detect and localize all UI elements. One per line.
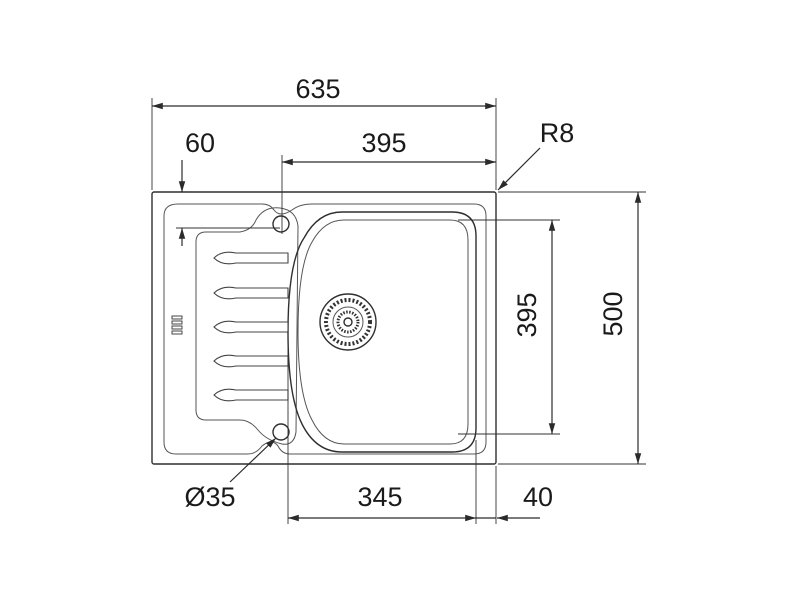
bowl-outline	[287, 211, 477, 453]
tap-hole-bottom	[272, 423, 290, 441]
sink-inner-rim	[163, 203, 487, 455]
dim-tap-hole: Ø35	[184, 482, 235, 512]
drain-groove	[213, 286, 289, 300]
dim-edge-offset: 40	[523, 482, 553, 512]
dim-overall-depth: 500	[598, 291, 628, 336]
bowl-inner-outline	[297, 219, 469, 445]
dim-corner-radius: R8	[540, 118, 575, 148]
dim-bowl-width-bottom: 345	[357, 482, 402, 512]
drain-groove	[213, 251, 289, 265]
drainboard-recess	[195, 207, 299, 445]
dim-drainboard-offset: 60	[185, 128, 215, 158]
sink-outer-rim	[151, 191, 497, 465]
dimension-labels: 635 60 395 R8 395 500 Ø35 345 40	[184, 74, 628, 512]
drain-groove	[213, 388, 289, 402]
dim-bowl-width-top: 395	[361, 128, 406, 158]
drain-groove	[213, 354, 289, 368]
dim-bowl-depth: 395	[512, 292, 542, 337]
overflow-slots	[171, 315, 183, 335]
dim-overall-width: 635	[295, 74, 340, 104]
drain-grooves	[213, 251, 289, 402]
drain-groove	[213, 320, 289, 334]
dimension-lines	[151, 98, 646, 524]
sink-body	[151, 191, 497, 465]
tap-hole-top	[272, 215, 290, 233]
drain-strainer-icon	[319, 293, 377, 351]
